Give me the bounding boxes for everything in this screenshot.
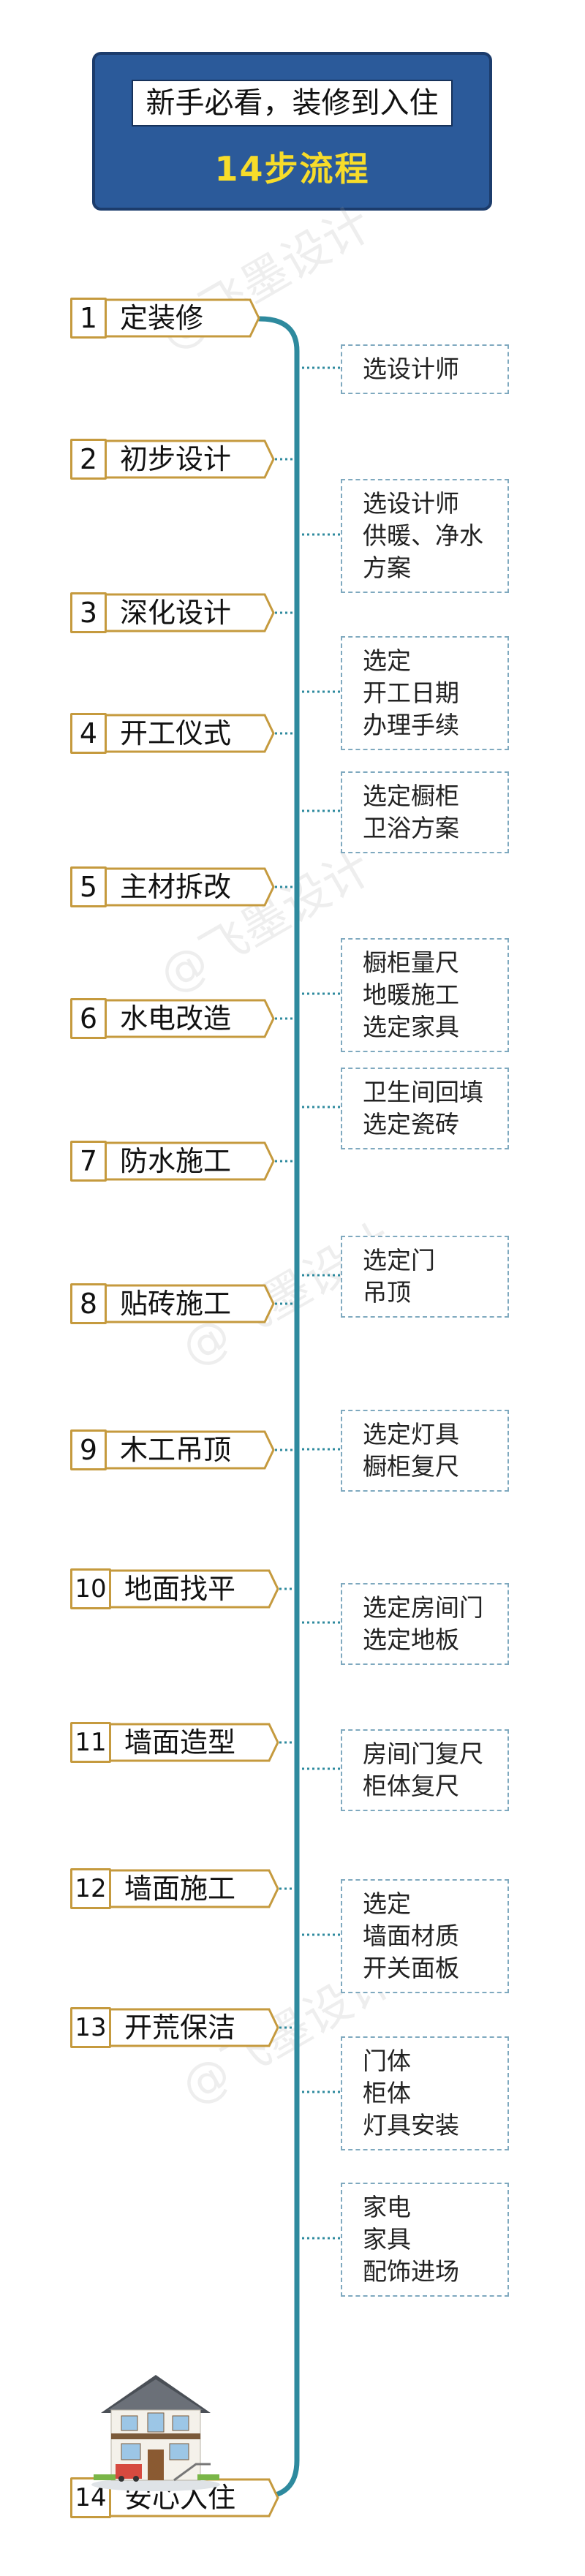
note-line: 选定 (363, 1889, 411, 1918)
house-illustration (91, 2375, 220, 2491)
note-line: 门体 (363, 2047, 411, 2075)
note-line: 供暖、净水 (363, 521, 483, 550)
step-label-text: 深化设计 (120, 597, 232, 629)
step-label-text: 开工仪式 (120, 717, 232, 749)
step-number: 1 (70, 298, 107, 339)
note-line: 柜体复尺 (363, 1772, 459, 1800)
note-line: 房间门复尺 (363, 1740, 483, 1768)
step-number: 6 (70, 998, 107, 1039)
note-line: 家电 (363, 2193, 411, 2221)
step-label-text: 木工吊顶 (120, 1434, 232, 1466)
step-number: 5 (70, 866, 107, 907)
note-line: 柜体 (363, 2079, 411, 2107)
step-number: 9 (70, 1429, 107, 1470)
note-line: 卫生间回填 (363, 1078, 483, 1106)
step-label: 定装修 (107, 298, 260, 339)
step-label: 墙面造型 (111, 1722, 279, 1763)
note-line: 方案 (363, 554, 411, 582)
step-note: 门体柜体灯具安装 (341, 2036, 509, 2150)
note-line: 选设计师 (363, 489, 459, 518)
step-note: 卫生间回填选定瓷砖 (341, 1068, 509, 1149)
note-line: 选设计师 (363, 355, 459, 383)
note-line: 选定家具 (363, 1013, 459, 1041)
step-label: 初步设计 (107, 439, 275, 480)
note-line: 选定瓷砖 (363, 1110, 459, 1138)
note-line: 橱柜复尺 (363, 1452, 459, 1481)
step-label: 深化设计 (107, 592, 275, 633)
note-line: 选定橱柜 (363, 782, 459, 810)
step-number: 13 (70, 2007, 111, 2048)
step-note: 选定墙面材质开关面板 (341, 1879, 509, 1993)
step-number: 8 (70, 1283, 107, 1324)
note-line: 地暖施工 (363, 981, 459, 1009)
step-number: 7 (70, 1141, 107, 1182)
step-label: 主材拆改 (107, 866, 275, 907)
note-line: 选定房间门 (363, 1593, 483, 1622)
step-label-text: 墙面施工 (124, 1873, 236, 1905)
step-note: 选定灯具橱柜复尺 (341, 1410, 509, 1492)
note-line: 橱柜量尺 (363, 948, 459, 977)
step-label: 水电改造 (107, 998, 275, 1039)
step-number: 10 (70, 1568, 111, 1609)
note-line: 选定地板 (363, 1625, 459, 1654)
step-label-text: 墙面造型 (124, 1726, 236, 1759)
note-line: 灯具安装 (363, 2111, 459, 2139)
step-label-text: 地面找平 (124, 1573, 236, 1605)
note-line: 开工日期 (363, 679, 459, 707)
step-label-text: 防水施工 (120, 1145, 232, 1177)
step-number: 4 (70, 713, 107, 754)
step-label: 贴砖施工 (107, 1283, 275, 1324)
header-title: 新手必看，装修到入住 (132, 80, 453, 126)
step-label: 防水施工 (107, 1141, 275, 1182)
header-panel: 新手必看，装修到入住 14步流程 (92, 52, 492, 211)
step-number: 12 (70, 1868, 111, 1909)
step-label-text: 开荒保洁 (124, 2012, 236, 2044)
step-number: 2 (70, 439, 107, 480)
note-line: 卫浴方案 (363, 814, 459, 842)
note-line: 家具 (363, 2225, 411, 2254)
step-label-text: 初步设计 (120, 443, 232, 475)
step-label: 木工吊顶 (107, 1429, 275, 1470)
step-note: 选定房间门选定地板 (341, 1583, 509, 1665)
step-note: 橱柜量尺地暖施工选定家具 (341, 938, 509, 1052)
note-line: 墙面材质 (363, 1922, 459, 1950)
step-label: 地面找平 (111, 1568, 279, 1609)
note-line: 吊顶 (363, 1278, 411, 1307)
step-label: 墙面施工 (111, 1868, 279, 1909)
step-note: 房间门复尺柜体复尺 (341, 1729, 509, 1811)
note-line: 选定灯具 (363, 1420, 459, 1448)
step-note: 选设计师供暖、净水方案 (341, 479, 509, 593)
step-note: 家电家具配饰进场 (341, 2183, 509, 2297)
step-label: 开工仪式 (107, 713, 275, 754)
note-line: 开关面板 (363, 1954, 459, 1982)
step-label-text: 定装修 (120, 302, 204, 334)
step-number: 11 (70, 1722, 111, 1763)
step-note: 选定开工日期办理手续 (341, 636, 509, 750)
step-note: 选设计师 (341, 344, 509, 394)
step-note: 选定门吊顶 (341, 1236, 509, 1318)
step-number: 3 (70, 592, 107, 633)
step-label-text: 贴砖施工 (120, 1288, 232, 1320)
note-line: 办理手续 (363, 711, 459, 739)
step-label-text: 主材拆改 (120, 871, 232, 903)
step-label-text: 水电改造 (120, 1002, 232, 1035)
note-line: 选定 (363, 646, 411, 675)
note-line: 选定门 (363, 1246, 435, 1274)
step-note: 选定橱柜卫浴方案 (341, 771, 509, 853)
header-subtitle: 14步流程 (214, 149, 370, 189)
step-label: 开荒保洁 (111, 2007, 279, 2048)
note-line: 配饰进场 (363, 2257, 459, 2286)
